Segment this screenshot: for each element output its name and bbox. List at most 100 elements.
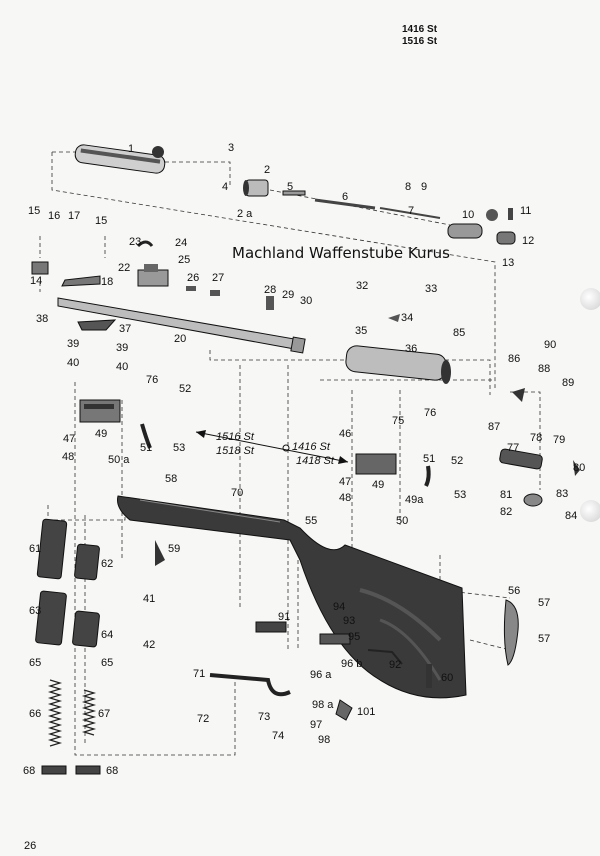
part-label: 53 [454,489,466,501]
part-label: 50 a [108,454,130,466]
part-label: 66 [29,708,41,720]
part-label: 98 [318,734,330,746]
part-12-extractor [496,231,516,245]
binder-hole-bottom [580,500,600,522]
part-51-trigger-right [424,465,431,487]
part-label: 65 [29,657,41,669]
part-36-receiver [345,345,451,384]
part-label: 94 [333,601,345,613]
part-label: 70 [231,487,243,499]
part-label: 27 [212,272,224,284]
part-22-sight-base [137,264,169,287]
part-label: 57 [538,597,550,609]
part-label: 76 [424,407,436,419]
part-label: 6 [342,191,348,203]
part-label: 46 [339,428,351,440]
part-label: 95 [348,631,360,643]
part-label: 98 a [312,699,334,711]
part-label: 5 [287,181,293,193]
part-label: 68 [106,765,118,777]
part-label: 74 [272,730,284,742]
variant-arrow [195,430,349,464]
part-label: 80 [573,462,585,474]
part-label: 17 [68,210,80,222]
part-label: 30 [300,295,312,307]
part-label: 84 [565,510,577,522]
part-label: 65 [101,657,113,669]
part-27-screw [210,290,220,296]
part-55-stock [117,495,467,699]
binder-hole-top [580,288,600,310]
part-label: 62 [101,558,113,570]
part-label: 96 b [341,658,362,670]
part-label: 73 [258,711,270,723]
part-label: 20 [174,333,186,345]
part-label: 33 [425,283,437,295]
part-26-screw [186,286,196,291]
part-label: 51 [140,442,152,454]
page-number: 26 [24,840,37,852]
part-label: 52 [451,455,463,467]
part-label: 101 [357,706,375,718]
part-label: 92 [389,659,401,671]
part-14-block [31,261,49,275]
part-11-small-pin [508,208,513,220]
part-51-trigger-left [140,423,152,449]
part-28-front-sight [266,296,274,310]
part-89-lever [512,388,525,402]
part-label: 14 [30,275,42,287]
part-label: 13 [502,257,514,269]
part-label: 77 [507,442,519,454]
part-label: 39 [116,342,128,354]
part-37-block [77,319,117,331]
part-label: 25 [178,254,190,266]
part-label: 2 a [237,208,253,220]
part-label: 81 [500,489,512,501]
part-label: 35 [355,325,367,337]
part-label: 40 [116,361,128,373]
part-label: 82 [500,506,512,518]
part-95-spring-rod [367,649,403,665]
part-61-magazine [36,518,68,580]
part-71-trigger-guard [209,673,291,697]
part-label: 85 [453,327,465,339]
part-label: 12 [522,235,534,247]
variant-label-1516: 1516 St [216,431,255,443]
variant-label-1416: 1416 St [292,441,331,453]
part-104-sear [335,699,353,721]
part-label: 97 [310,719,322,731]
variant-label-1518: 1518 St [216,445,255,457]
part-94-mechanism [255,621,287,633]
part-label: 88 [538,363,550,375]
model-label-1516: 1516 St [402,36,438,47]
part-label: 7 [408,205,414,217]
part-label: 89 [562,377,574,389]
part-59-catch [155,540,165,566]
part-label: 24 [175,237,187,249]
part-49-trigger-housing-right [355,453,397,475]
part-label: 49a [405,494,424,506]
part-label: 40 [67,357,79,369]
part-label: 50 [396,515,408,527]
part-18-rear-sight [61,275,101,287]
part-label: 49 [372,479,384,491]
part-label: 29 [282,289,294,301]
part-1-bolt-body [74,144,166,174]
part-label: 75 [392,415,404,427]
part-label: 52 [179,383,191,395]
part-label: 26 [187,272,199,284]
part-49-trigger-housing-left [79,399,121,423]
part-label: 15 [95,215,107,227]
part-label: 67 [98,708,110,720]
part-label: 79 [553,434,565,446]
part-label: 1 [128,143,134,155]
part-label: 11 [520,205,531,217]
part-label: 71 [193,668,205,680]
part-label: 60 [441,672,453,684]
part-label: 61 [29,543,41,555]
part-label: 42 [143,639,155,651]
part-label: 48 [62,451,74,463]
part-77-safety-housing [499,448,543,470]
